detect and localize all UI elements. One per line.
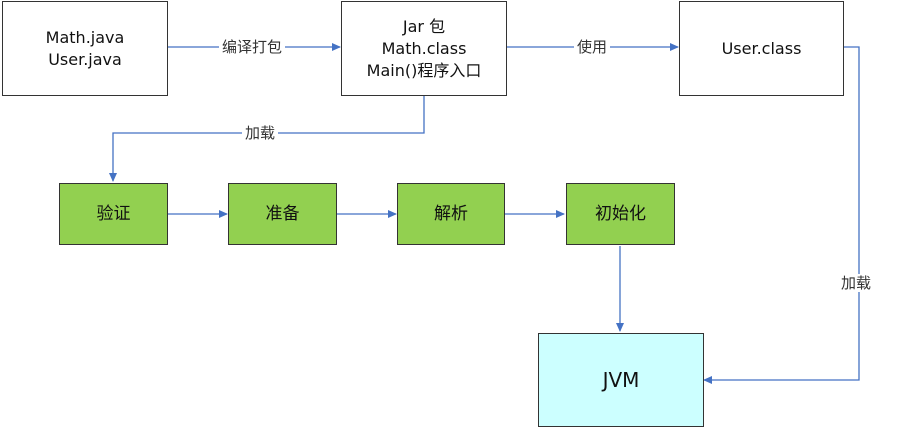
edge-label-load-right: 加载 <box>838 274 875 292</box>
jvm-label: JVM <box>602 368 640 392</box>
stage-verify-box: 验证 <box>59 183 168 245</box>
stage-resolve-box: 解析 <box>397 183 505 245</box>
stage-init-box: 初始化 <box>566 183 675 245</box>
stage-prepare-box: 准备 <box>228 183 337 245</box>
source-file-line-2: User.java <box>48 49 122 69</box>
edge-label-compile: 编译打包 <box>219 38 286 56</box>
jar-package-box: Jar 包 Math.class Main()程序入口 <box>341 1 507 96</box>
arrow-user-class-to-jvm <box>703 46 860 384</box>
user-class-line: User.class <box>721 38 802 58</box>
jvm-box: JVM <box>538 333 704 427</box>
source-file-line-1: Math.java <box>45 27 125 47</box>
source-files-box: Math.java User.java <box>2 1 168 96</box>
edge-label-use: 使用 <box>574 38 611 56</box>
stage-init-label: 初始化 <box>595 204 646 224</box>
stage-resolve-label: 解析 <box>434 204 468 224</box>
edge-label-load-left: 加载 <box>242 124 279 142</box>
jar-line-2: Math.class <box>381 38 467 58</box>
stage-verify-label: 验证 <box>96 204 131 224</box>
user-class-box: User.class <box>679 1 844 96</box>
stage-prepare-label: 准备 <box>265 204 300 224</box>
jar-line-1: Jar 包 <box>402 16 446 36</box>
jar-line-3: Main()程序入口 <box>366 60 482 80</box>
